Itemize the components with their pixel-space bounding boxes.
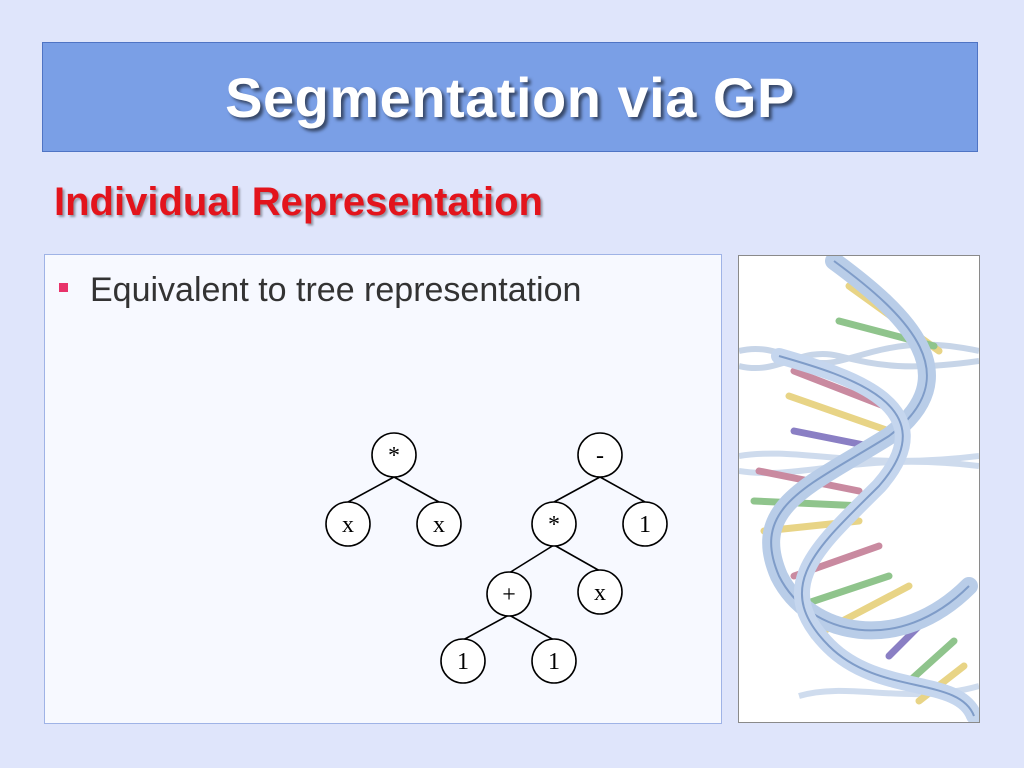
- dna-helix-icon: [739, 256, 979, 722]
- svg-text:-: -: [596, 443, 604, 469]
- tree2-node-leaf-left: 1: [440, 638, 486, 684]
- bullet-square-icon: [59, 283, 68, 292]
- tree2-node-mul: *: [531, 501, 577, 547]
- content-box: Equivalent to tree representation * x x …: [44, 254, 722, 724]
- dna-image: [738, 255, 980, 723]
- tree2-edge-mul-x: [553, 544, 601, 572]
- svg-text:1: 1: [548, 649, 560, 675]
- tree2-node-one: 1: [622, 501, 668, 547]
- tree1-edge-right: [393, 476, 440, 503]
- bullet-text: Equivalent to tree representation: [90, 271, 582, 309]
- svg-text:*: *: [388, 443, 400, 469]
- tree2-node-leaf-right: 1: [531, 638, 577, 684]
- tree2-edge-minus-mul: [553, 476, 601, 503]
- svg-text:x: x: [342, 512, 354, 538]
- bullet-item: Equivalent to tree representation: [59, 271, 581, 310]
- tree2-node-x: x: [577, 569, 623, 615]
- tree-diagrams: * x x - * 1 + x: [325, 432, 668, 684]
- svg-text:*: *: [548, 512, 560, 538]
- svg-text:1: 1: [457, 649, 469, 675]
- tree2-edge-mul-plus: [508, 544, 555, 574]
- tree2-edge-plus-leaf-right: [508, 614, 555, 641]
- slide-title: Segmentation via GP: [225, 65, 795, 129]
- title-bar: Segmentation via GP: [42, 42, 978, 152]
- tree1-node-root: *: [371, 432, 417, 478]
- tree2-edge-plus-leaf-left: [462, 614, 510, 641]
- tree1-node-right: x: [416, 501, 462, 547]
- slide-subtitle: Individual Representation: [54, 180, 543, 224]
- svg-text:1: 1: [639, 512, 651, 538]
- tree1-node-left: x: [325, 501, 371, 547]
- svg-text:x: x: [433, 512, 445, 538]
- svg-text:x: x: [594, 580, 606, 606]
- tree2-edge-minus-one: [599, 476, 646, 503]
- tree2-node-root: -: [577, 432, 623, 478]
- tree1-edge-left: [347, 476, 395, 503]
- svg-text:+: +: [502, 582, 516, 608]
- tree2-node-plus: +: [486, 571, 532, 617]
